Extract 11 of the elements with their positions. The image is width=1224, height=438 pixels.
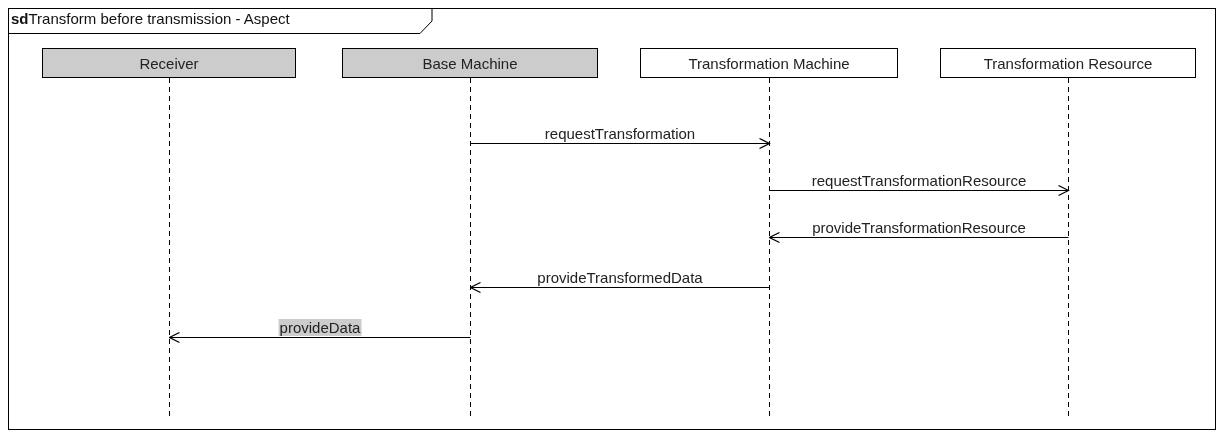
participant-box: Transformation Machine (640, 48, 898, 78)
participant-box: Base Machine (342, 48, 598, 78)
participant-box: Receiver (42, 48, 296, 78)
message-label: provideData (278, 318, 362, 336)
message-arrow (168, 331, 471, 344)
message-arrow (769, 184, 1070, 197)
message-arrow (470, 137, 771, 150)
frame-title: sdTransform before transmission - Aspect (11, 10, 290, 28)
participant-box: Transformation Resource (940, 48, 1196, 78)
message-arrow (768, 231, 1069, 244)
message-arrow (469, 281, 770, 294)
